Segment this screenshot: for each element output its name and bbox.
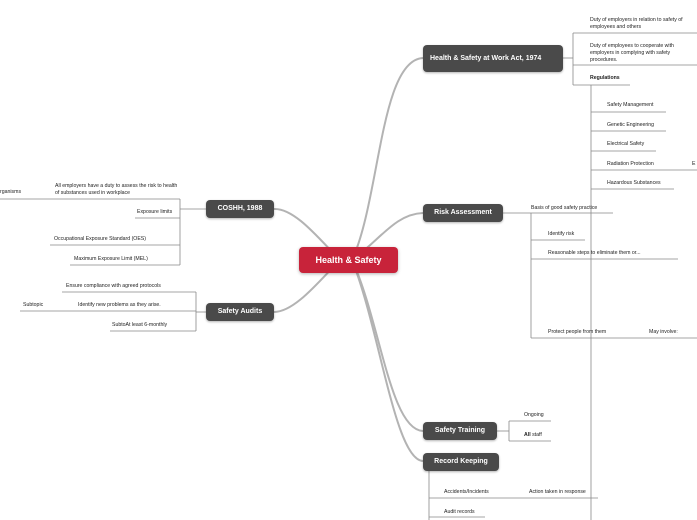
audits-identify-problems[interactable]: Identify new problems as they arise. — [78, 302, 161, 308]
regulation-item[interactable]: Electrical Safety — [607, 141, 645, 147]
training-all-staff[interactable]: All staff — [524, 432, 542, 439]
topic-record-keeping[interactable]: Record Keeping — [423, 453, 499, 471]
risk-basis[interactable]: Basis of good safety practice — [531, 205, 598, 211]
training-all-staff-rest: staff — [530, 432, 542, 438]
topic-coshh-label: COSHH, 1988 — [217, 205, 263, 212]
topic-audits-label: Safety Audits — [217, 308, 263, 315]
topic-records-label: Record Keeping — [434, 458, 488, 465]
topic-risk-assessment[interactable]: Risk Assessment — [423, 204, 503, 222]
coshh-oes[interactable]: Occupational Exposure Standard (OES) — [54, 236, 146, 242]
audits-frequency[interactable]: SubtoAt least 6-monthly — [112, 322, 168, 328]
topic-coshh[interactable]: COSHH, 1988 — [206, 200, 274, 218]
training-ongoing[interactable]: Ongoing — [524, 412, 544, 418]
topic-risk-label: Risk Assessment — [434, 209, 492, 216]
records-action-taken[interactable]: Action taken in response — [529, 489, 586, 495]
audits-subtopic[interactable]: Subtopic — [23, 302, 44, 308]
topic-training-label: Safety Training — [434, 427, 486, 434]
audits-compliance[interactable]: Ensure compliance with agreed protocols — [66, 283, 161, 289]
topic-safety-audits[interactable]: Safety Audits — [206, 303, 274, 321]
hswa-duty-employees[interactable]: Duty of employees to cooperate with empl… — [590, 43, 674, 63]
coshh-mel[interactable]: Maximum Exposure Limit (MEL) — [74, 256, 148, 262]
central-topic[interactable]: Health & Safety — [299, 247, 398, 273]
regulation-item[interactable]: Hazardous Substances — [607, 180, 661, 186]
training-all-staff-bold: All — [524, 432, 531, 438]
hswa-regulations[interactable]: Regulations — [590, 75, 620, 81]
regulation-item[interactable]: Safety Management — [607, 102, 654, 108]
topic-safety-training[interactable]: Safety Training — [423, 422, 497, 440]
risk-may-involve[interactable]: May involve: — [649, 329, 678, 335]
hswa-duty-employers[interactable]: Duty of employers in relation to safety … — [590, 17, 683, 30]
regulation-item[interactable]: Genetic Engineering — [607, 122, 655, 128]
risk-reasonable-steps[interactable]: Reasonable steps to eliminate them or... — [548, 250, 641, 256]
coshh-organisms[interactable]: rganisms — [0, 189, 22, 195]
risk-identify[interactable]: Identify risk — [548, 231, 575, 237]
clipped-subtopic[interactable]: E — [692, 161, 696, 167]
regulation-item[interactable]: Radiation Protection — [607, 161, 654, 167]
central-topic-label: Health & Safety — [315, 255, 382, 265]
coshh-duty-assess[interactable]: All employers have a duty to assess the … — [55, 183, 178, 196]
records-audit[interactable]: Audit records — [444, 509, 475, 515]
coshh-exposure-limits[interactable]: Exposure limits — [137, 209, 173, 215]
topic-hswa-label: Health & Safety at Work Act, 1974 — [430, 54, 542, 62]
records-accidents[interactable]: Accidents/Incidents — [444, 489, 489, 495]
topic-hswa[interactable]: Health & Safety at Work Act, 1974 — [423, 45, 563, 72]
risk-protect[interactable]: Protect people from them — [548, 329, 607, 335]
